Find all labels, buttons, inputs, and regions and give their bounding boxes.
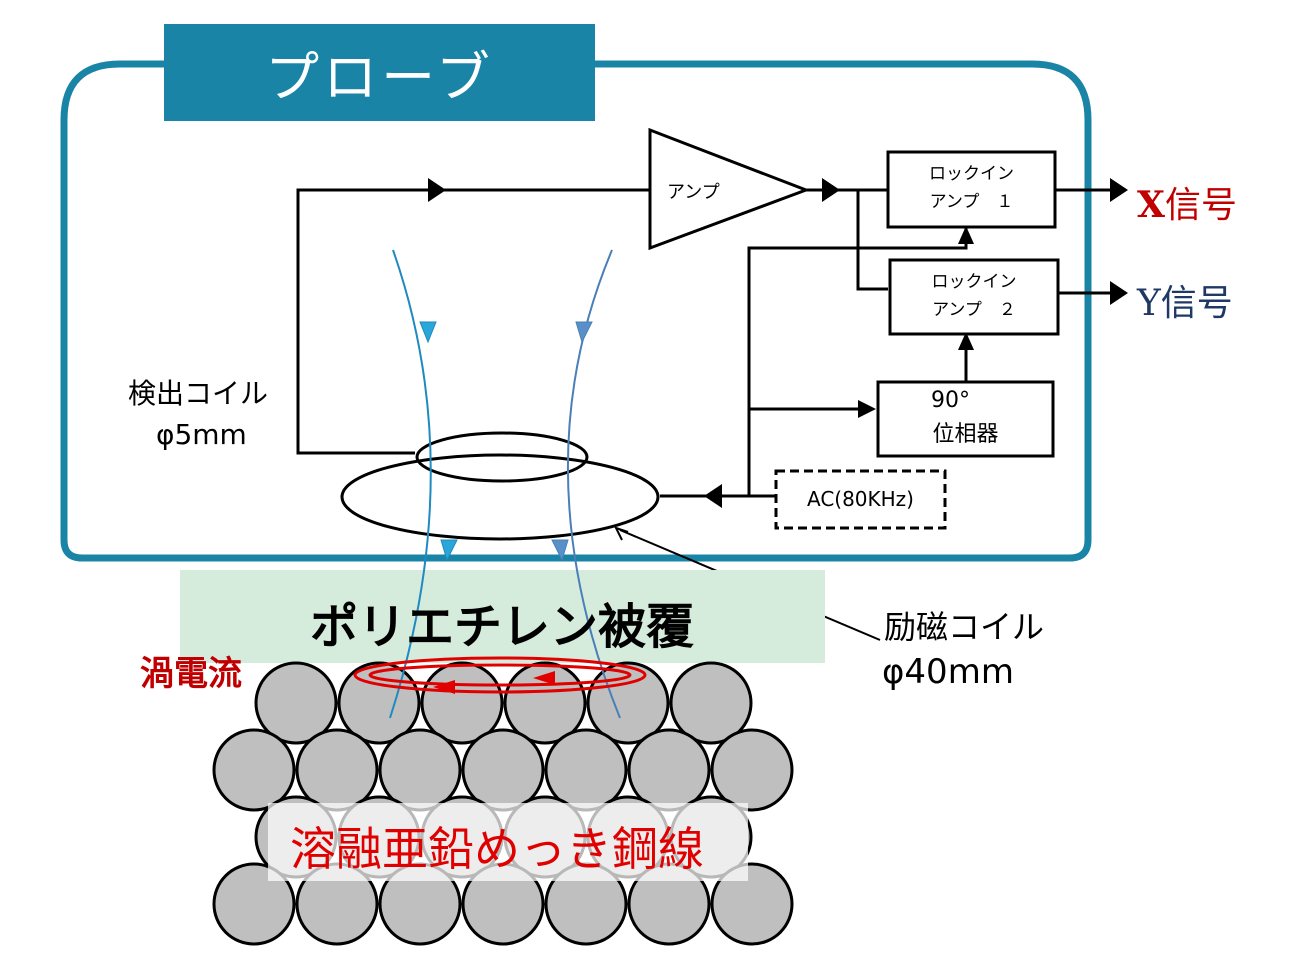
y-signal-letter: Y: [1137, 283, 1161, 324]
detection-coil-label: 検出コイル: [128, 377, 269, 410]
arrowheads: [428, 178, 1128, 508]
flux-line-right: [566, 249, 621, 719]
eddy-arrow-icon: [533, 671, 555, 685]
eddy-current-ring-inner: [368, 663, 632, 687]
steel-wire-strand: [337, 661, 421, 745]
steel-wire-strand: [212, 862, 296, 946]
steel-wire-strand: [710, 728, 794, 812]
phase-shifter-label: 90° 位相器: [878, 384, 1053, 452]
eddy-current-label: 渦電流: [140, 654, 242, 694]
coating-label: ポリエチレン被覆: [310, 599, 695, 655]
steel-wire-strand: [212, 728, 296, 812]
x-signal-output: X信号: [1137, 176, 1237, 228]
steel-wire-strand: [586, 661, 670, 745]
signal-wires: [296, 188, 1112, 641]
detection-coil-diameter: φ5mm: [156, 418, 247, 451]
excitation-coil: [340, 453, 660, 541]
steel-wire-strand: [669, 661, 753, 745]
lockin-amp-1-label: ロックイン アンプ １: [888, 160, 1055, 216]
lockin-amp-2-line1: ロックイン: [931, 272, 1017, 292]
y-signal-text: 信号: [1160, 283, 1233, 324]
x-signal-text: 信号: [1164, 185, 1237, 226]
lockin-amp-2-label: ロックイン アンプ ２: [890, 268, 1058, 324]
lockin-amp-1-line1: ロックイン: [929, 164, 1014, 184]
flux-line-left: [389, 249, 432, 719]
flux-arrow-icon: [575, 321, 593, 344]
ac-source-box: [774, 469, 947, 530]
excitation-coil-label: 励磁コイル: [884, 608, 1045, 646]
eddy-arrow-icon: [433, 680, 455, 694]
amp-label: アンプ: [667, 182, 720, 203]
excitation-coil-diameter: φ40mm: [882, 652, 1014, 692]
flux-arrow-icon: [551, 539, 569, 562]
flux-arrow-icon: [419, 321, 437, 344]
steel-wire-label: 溶融亜鉛めっき鋼線: [290, 822, 704, 876]
steel-wire-strand: [254, 661, 338, 745]
lockin-amp-1-line2: アンプ １: [929, 192, 1014, 212]
x-signal-letter: X: [1137, 184, 1165, 226]
steel-wire-strand: [710, 862, 794, 946]
probe-title: プローブ: [164, 24, 595, 121]
wire-label-band: [268, 803, 748, 881]
flux-arrow-icon: [440, 539, 458, 562]
ac-source-label: AC(80KHz): [806, 487, 914, 511]
detection-coil: [415, 431, 589, 483]
phase-shifter-line2: 位相器: [932, 422, 999, 447]
phase-shifter-box: [876, 380, 1055, 458]
amplifier-triangle: [648, 127, 811, 251]
lockin-amp-2-line2: アンプ ２: [932, 300, 1016, 320]
polyethylene-coating: [180, 570, 825, 663]
lockin-amp-2-box: [888, 258, 1060, 336]
y-signal-output: Y信号: [1137, 274, 1233, 326]
lockin-amp-1-box: [886, 150, 1057, 229]
eddy-current-ring-outer: [353, 656, 647, 694]
phase-shifter-line1: 90°: [931, 388, 970, 413]
